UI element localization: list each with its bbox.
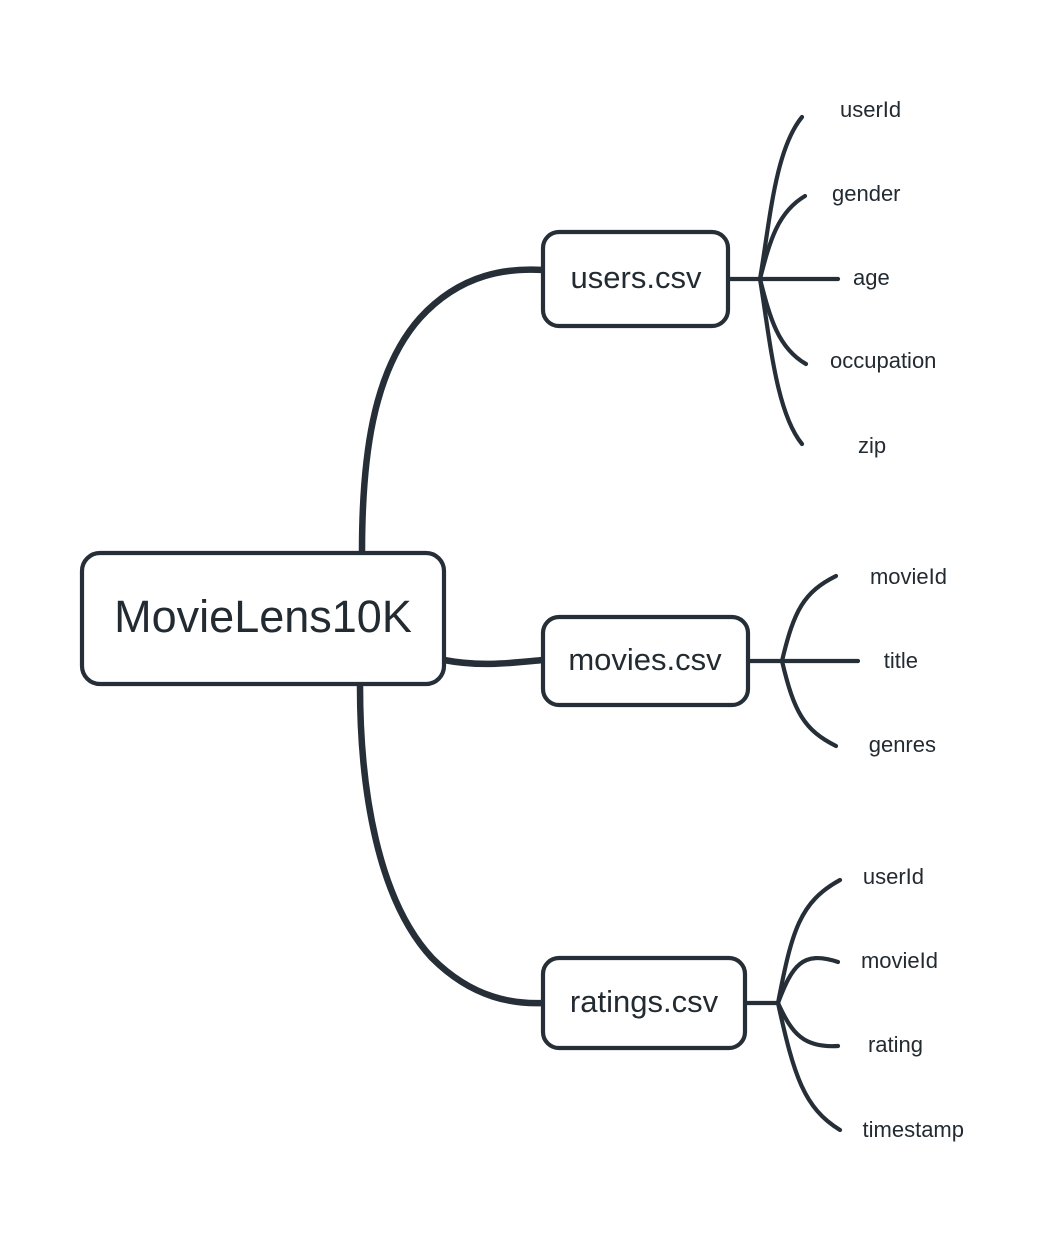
leaf-users-age: age xyxy=(853,265,890,290)
leaf-movies-title: title xyxy=(884,648,918,673)
node-root-label: MovieLens10K xyxy=(114,591,412,642)
edge-users-to-userId xyxy=(757,114,805,282)
leaf-users-occupation: occupation xyxy=(830,348,936,373)
leaf-ratings-rating: rating xyxy=(868,1032,923,1057)
edge-root-to-users xyxy=(358,266,547,556)
node-movies-csv[interactable] xyxy=(540,614,751,708)
edge-movies-to-genres xyxy=(779,658,839,749)
node-users-csv[interactable] xyxy=(540,229,731,329)
leaf-users-userId: userId xyxy=(840,97,901,122)
edge-ratings-to-rating xyxy=(775,1000,841,1049)
node-users-csv-label: users.csv xyxy=(571,260,702,295)
node-movies-csv-label: movies.csv xyxy=(568,642,722,677)
node-ratings-csv[interactable] xyxy=(540,955,748,1051)
edge-ratings-to-userId xyxy=(775,877,843,1006)
leaf-users-zip: zip xyxy=(858,433,886,458)
leaf-movies-genres: genres xyxy=(869,732,936,757)
edge-ratings-to-movieId xyxy=(775,956,841,1006)
edge-users-to-gender xyxy=(757,193,808,282)
leaf-ratings-timestamp: timestamp xyxy=(863,1117,964,1142)
leaf-movies-movieId: movieId xyxy=(870,564,947,589)
leaf-ratings-userId: userId xyxy=(863,864,924,889)
edge-root-to-ratings xyxy=(356,682,547,1007)
edge-users-to-zip xyxy=(757,276,805,447)
leaf-users-gender: gender xyxy=(832,181,901,206)
node-ratings-csv-label: ratings.csv xyxy=(570,984,719,1019)
edge-root-to-movies xyxy=(440,656,547,668)
leaf-ratings-movieId: movieId xyxy=(861,948,938,973)
edge-movies-to-movieId xyxy=(779,573,839,664)
edge-ratings-to-timestamp xyxy=(775,1000,843,1133)
node-root-movielens10k[interactable] xyxy=(79,550,447,687)
